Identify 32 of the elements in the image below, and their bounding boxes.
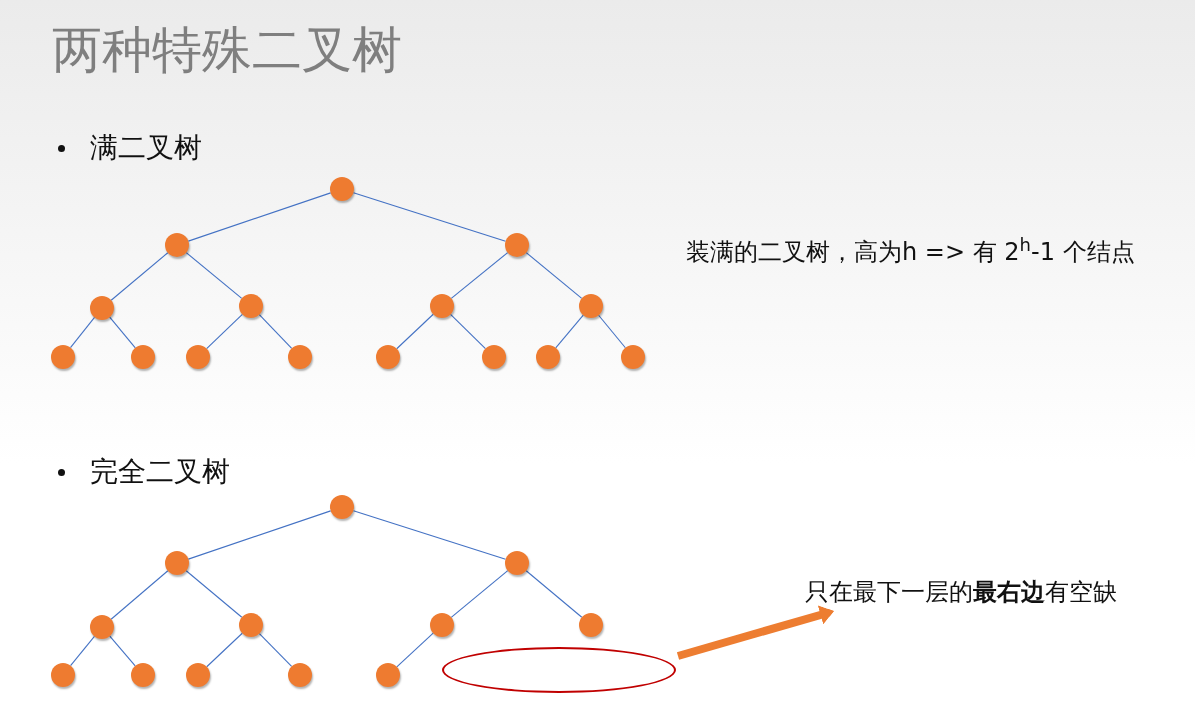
tree-edge-line	[598, 314, 626, 349]
tree-edge-line	[525, 570, 583, 618]
tree-edge-line	[109, 316, 136, 349]
slide-title: 两种特殊二叉树	[52, 20, 402, 80]
tree-edge-line	[525, 252, 583, 299]
tree-edge-line	[258, 314, 293, 349]
highlight-ellipse	[442, 647, 676, 693]
tree-edge-line	[396, 632, 434, 668]
tree-edge-line	[450, 313, 486, 350]
tree-edge-line	[109, 635, 136, 667]
tree-edge-line	[110, 252, 169, 301]
annotation-text: 装满的二叉树，高为h => 有 2$^{h}$-1 个结点	[686, 237, 1135, 267]
tree-edge-line	[450, 570, 509, 618]
tree-edge-line	[206, 632, 243, 668]
tree-edge-line	[187, 510, 332, 560]
annotation-text: 只在最下一层的最右边有空缺	[805, 578, 1117, 607]
tree-edge-line	[187, 192, 332, 242]
tree-edge-line	[69, 316, 96, 349]
tree-edge-line	[352, 192, 507, 242]
arrow	[676, 605, 834, 660]
tree-edge-line	[450, 252, 509, 299]
tree-edge-line	[555, 314, 584, 349]
tree-edge-line	[110, 570, 169, 620]
tree-edge-line	[70, 635, 95, 667]
tree-edge-line	[352, 510, 507, 560]
tree-edge-line	[185, 570, 243, 618]
bullet-heading: 满二叉树	[90, 131, 202, 165]
tree-edge-line	[206, 313, 243, 350]
tree-edge-line	[396, 313, 434, 350]
bullet-heading: 完全二叉树	[90, 455, 230, 489]
tree-edge-line	[258, 633, 293, 667]
tree-edge-line	[185, 252, 243, 299]
